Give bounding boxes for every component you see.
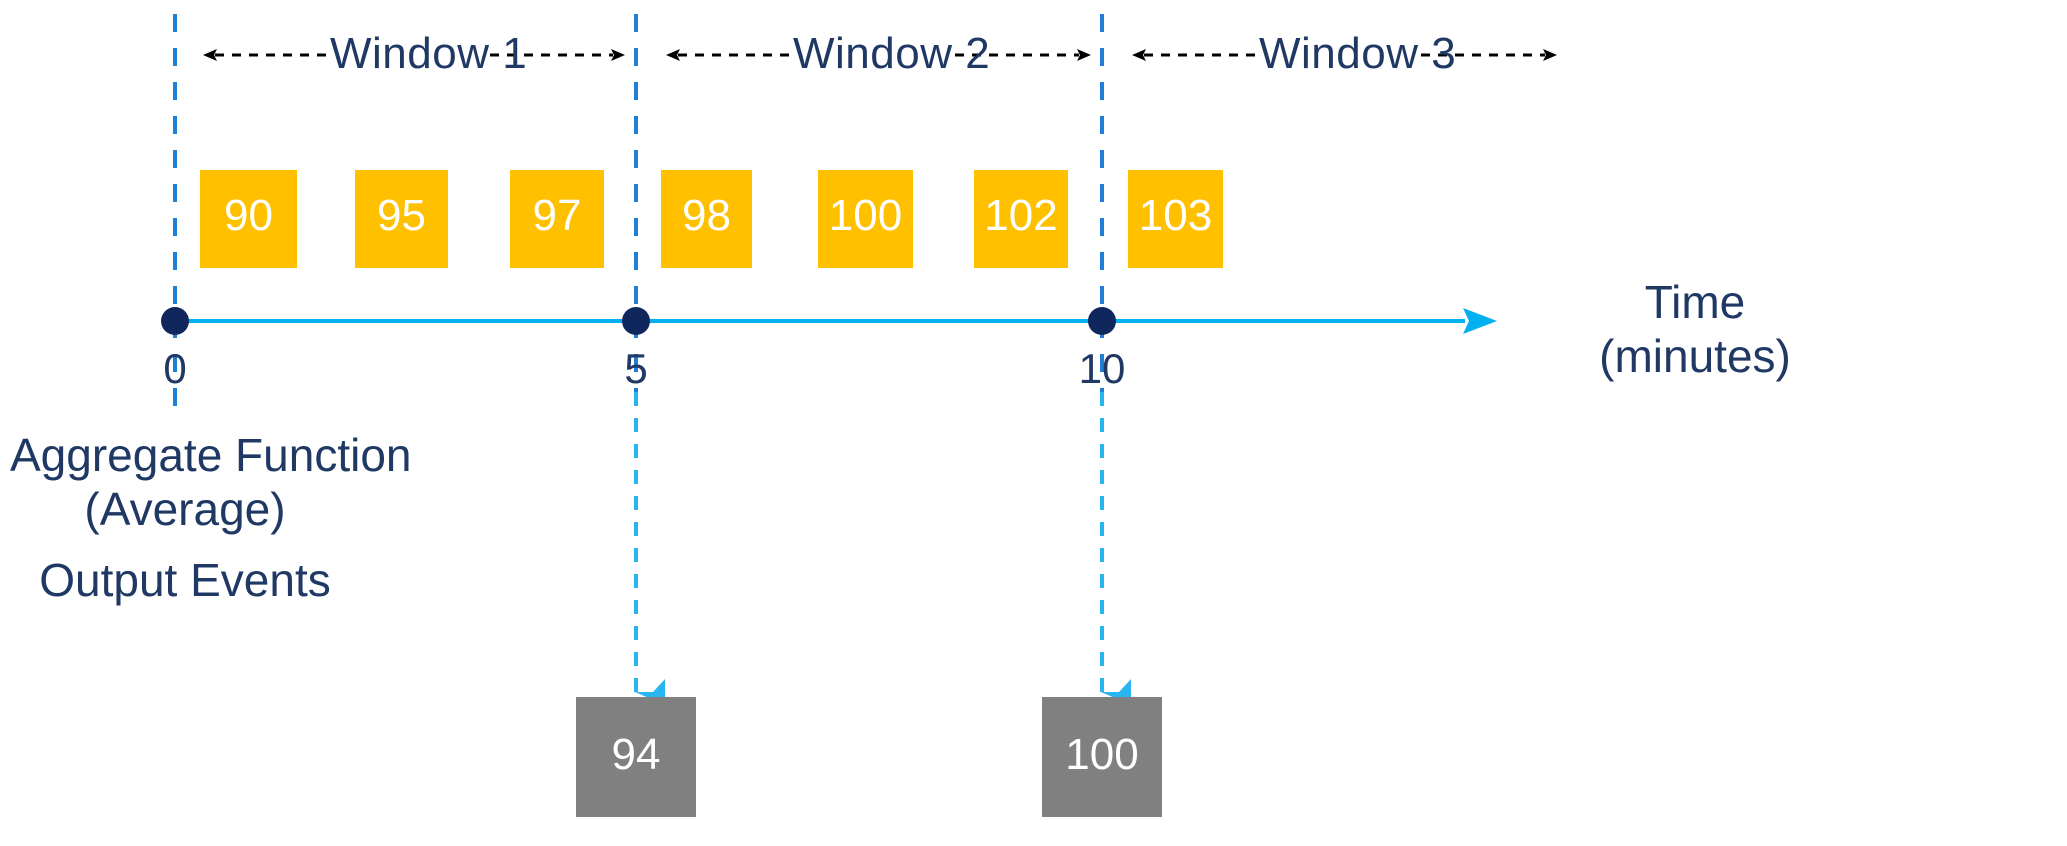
input-event-value: 95 — [377, 191, 426, 240]
input-event-box: 95 — [355, 170, 448, 268]
input-event-value: 97 — [532, 191, 582, 240]
timeline-dot-5 — [622, 307, 650, 335]
input-event-box: 103 — [1128, 170, 1223, 268]
input-event-value: 102 — [984, 191, 1058, 240]
input-event-box: 90 — [200, 170, 297, 268]
input-event-value: 103 — [1138, 191, 1213, 240]
input-event-value: 90 — [224, 191, 273, 240]
input-event-value: 100 — [828, 191, 903, 240]
axis-title-line-1: Time — [1644, 276, 1746, 328]
output-event-value: 100 — [1065, 730, 1139, 779]
aggregate-function-line-1: Aggregate Function — [10, 429, 412, 481]
output-events-caption: Output Events — [39, 554, 331, 606]
aggregate-function-caption: Aggregate Function (Average) — [10, 428, 412, 537]
window-label-3: Window 3 — [1259, 29, 1457, 78]
input-event-box: 100 — [818, 170, 913, 268]
timeline-dot-10 — [1088, 307, 1116, 335]
input-event-box: 97 — [510, 170, 604, 268]
output-emission-connectors — [634, 392, 1131, 705]
aggregate-function-line-2: (Average) — [84, 483, 286, 536]
axis-tick-label-0: 0 — [163, 345, 187, 392]
window-label-1: Window 1 — [330, 29, 528, 78]
input-event-box: 98 — [661, 170, 752, 268]
timeline-dot-0 — [161, 307, 189, 335]
axis-title: Time (minutes) — [1530, 275, 1860, 384]
window-label-2: Window 2 — [793, 29, 991, 78]
axis-tick-label-10: 10 — [1078, 345, 1126, 392]
input-event-value: 98 — [682, 191, 731, 240]
output-event-box: 100 — [1042, 697, 1162, 817]
axis-tick-label-5: 5 — [624, 345, 648, 392]
output-event-value: 94 — [611, 730, 661, 779]
axis-title-line-2: (minutes) — [1599, 330, 1791, 383]
output-event-box: 94 — [576, 697, 696, 817]
input-event-box: 102 — [974, 170, 1068, 268]
timeline-markers — [161, 307, 1116, 335]
